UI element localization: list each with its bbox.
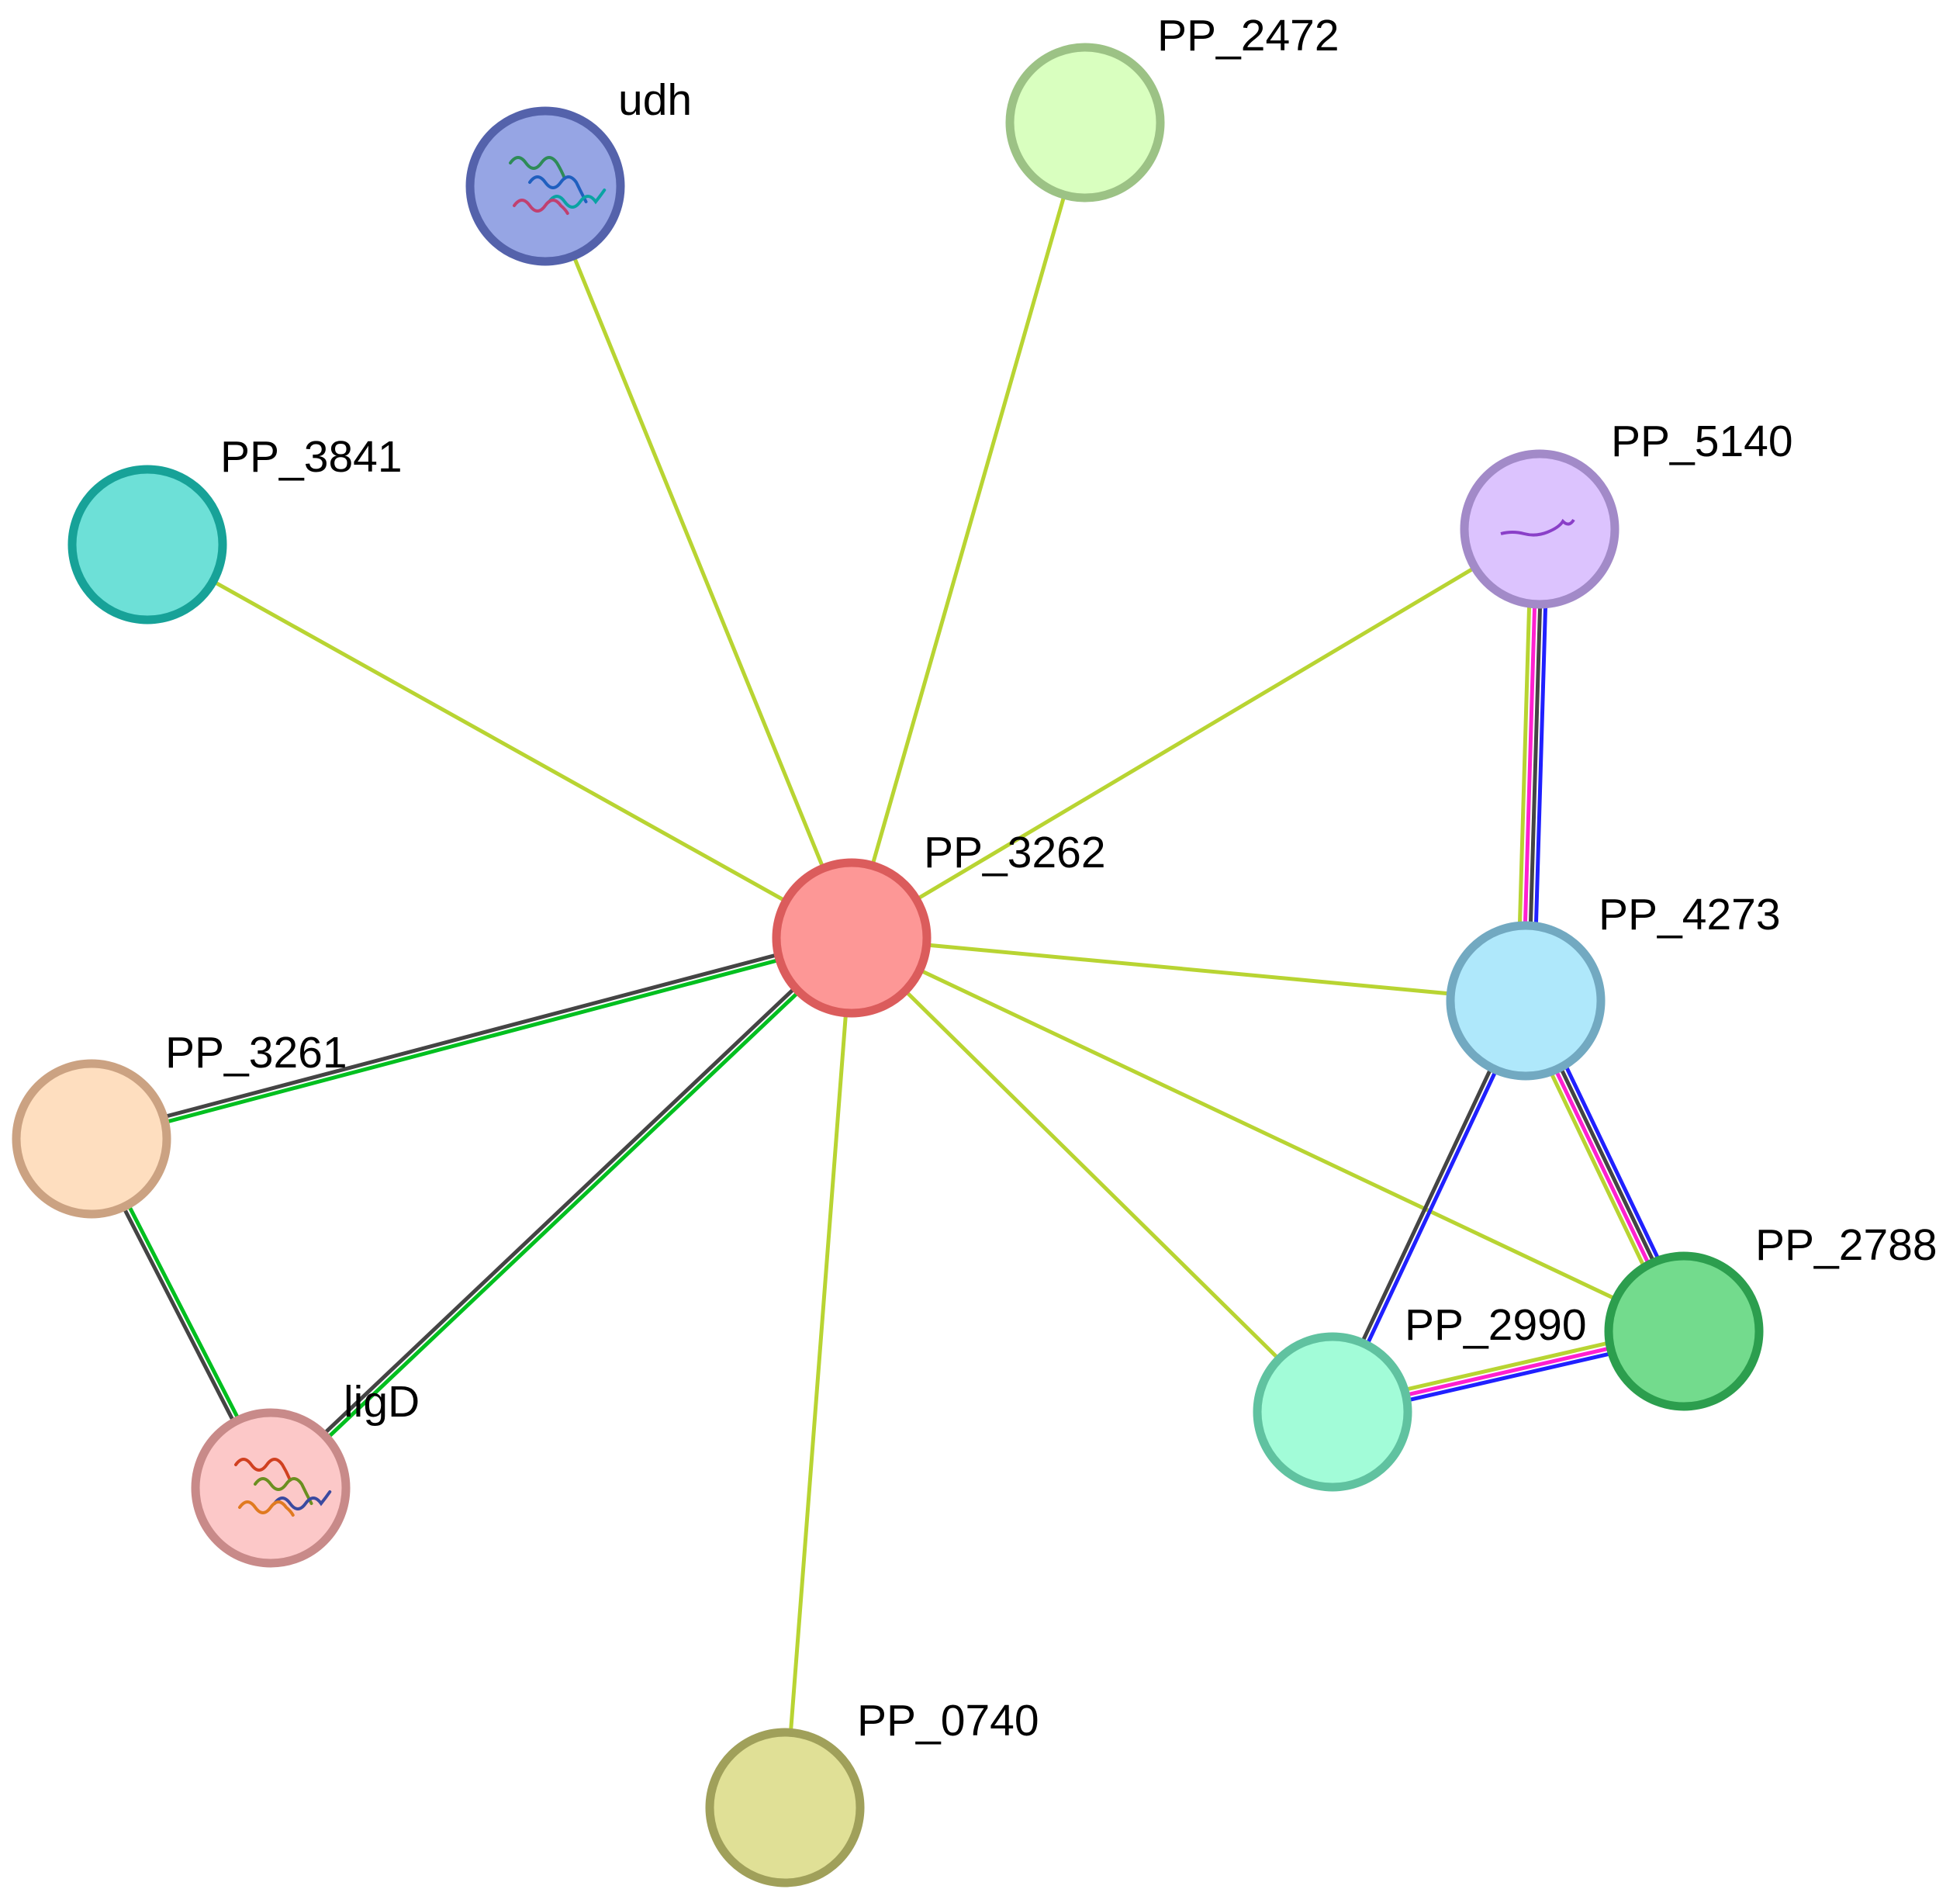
edge-strand — [145, 542, 854, 940]
edge-pp_3262-ligd[interactable] — [267, 933, 856, 1493]
node-pp_3261[interactable]: PP_3261 — [12, 1028, 347, 1219]
node-ligd[interactable]: ligD — [191, 1377, 420, 1568]
node-pp_2788[interactable]: PP_2788 — [1604, 1220, 1938, 1411]
node-label: PP_4273 — [1599, 890, 1781, 939]
node-circle[interactable] — [191, 1408, 351, 1568]
structure-strand — [548, 189, 607, 209]
node-circle[interactable] — [12, 1059, 171, 1219]
edge-strand — [849, 527, 1542, 940]
node-label: PP_5140 — [1611, 417, 1793, 466]
node-label: PP_2990 — [1405, 1300, 1587, 1350]
structure-strand — [509, 156, 566, 180]
node-label: PP_3262 — [924, 828, 1106, 877]
node-udh[interactable]: udh — [465, 75, 692, 266]
structure-strand — [238, 1500, 295, 1517]
node-pp_3841[interactable]: PP_3841 — [67, 432, 403, 625]
structure-strand — [528, 175, 588, 203]
node-pp_0740[interactable]: PP_0740 — [705, 1696, 1039, 1887]
structure-strand — [1500, 518, 1575, 537]
structure-strand — [254, 1477, 313, 1505]
node-label: PP_3261 — [165, 1028, 347, 1078]
edge-pp_3262-pp_4273[interactable] — [849, 936, 1528, 1003]
edge-strand — [270, 938, 856, 1493]
edge-strand — [849, 936, 1528, 1003]
node-circle[interactable] — [1460, 449, 1620, 609]
edge-pp_3262-pp_5140[interactable] — [849, 527, 1542, 940]
node-circle[interactable] — [1604, 1251, 1764, 1411]
node-circle[interactable] — [705, 1728, 865, 1887]
structure-strand — [513, 199, 569, 215]
node-label: PP_2472 — [1157, 11, 1340, 61]
edge-strand — [543, 184, 854, 940]
edge-pp_3262-pp_0740[interactable] — [783, 936, 854, 1810]
edge-pp_3262-pp_2788[interactable] — [849, 936, 1686, 1334]
node-label: PP_3841 — [220, 432, 403, 482]
node-circle[interactable] — [1446, 921, 1606, 1081]
node-pp_3262[interactable]: PP_3262 — [772, 828, 1106, 1018]
edge-strand — [90, 938, 855, 1144]
edge-strand — [267, 933, 852, 1488]
edge-strand — [849, 936, 1335, 1414]
structure-strand — [234, 1458, 292, 1482]
node-circle[interactable] — [67, 465, 227, 625]
node-circle[interactable] — [465, 106, 625, 266]
node-pp_2990[interactable]: PP_2990 — [1253, 1300, 1587, 1492]
edge-pp_3262-pp_3841[interactable] — [145, 542, 854, 940]
edge-pp_3262-udh[interactable] — [543, 184, 854, 940]
protein-structure-icon — [1500, 518, 1575, 537]
edge-pp_3262-pp_2472[interactable] — [849, 120, 1087, 940]
edge-strand — [783, 936, 854, 1810]
node-circle[interactable] — [772, 858, 932, 1018]
protein-structure-icon — [509, 156, 607, 215]
node-label: udh — [618, 75, 692, 125]
node-label: ligD — [344, 1377, 420, 1427]
structure-strand — [273, 1490, 332, 1510]
edge-strand — [88, 933, 853, 1139]
node-pp_5140[interactable]: PP_5140 — [1460, 417, 1793, 609]
edge-pp_3262-pp_3261[interactable] — [88, 933, 855, 1144]
node-circle[interactable] — [1005, 43, 1165, 202]
edge-strand — [849, 120, 1087, 940]
edge-pp_3262-pp_2990[interactable] — [849, 936, 1335, 1414]
node-label: PP_2788 — [1755, 1220, 1938, 1270]
protein-structure-icon — [234, 1458, 332, 1517]
node-label: PP_0740 — [857, 1696, 1039, 1746]
node-pp_2472[interactable]: PP_2472 — [1005, 11, 1340, 202]
edge-strand — [849, 936, 1686, 1334]
node-circle[interactable] — [1253, 1332, 1412, 1492]
node-pp_4273[interactable]: PP_4273 — [1446, 890, 1781, 1081]
